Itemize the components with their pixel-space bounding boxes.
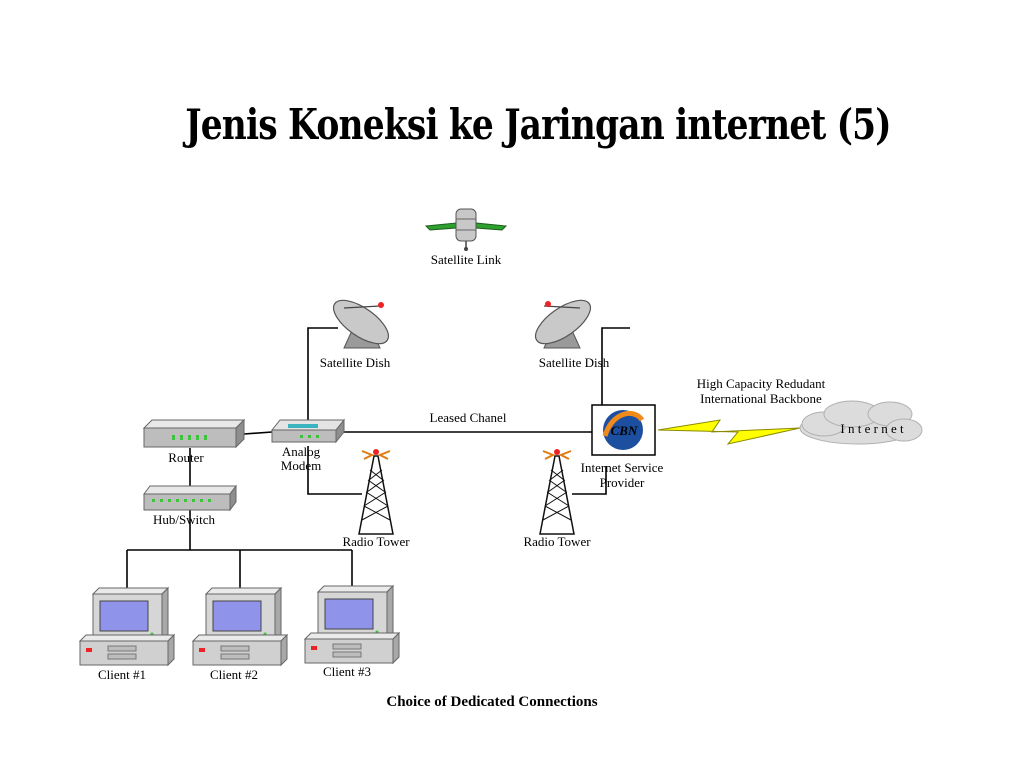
- satellite-icon: [424, 208, 508, 251]
- isp-label-line1: Internet Service: [581, 460, 664, 475]
- backbone-label-line1: High Capacity Redudant: [697, 376, 826, 391]
- analog-modem-icon: [270, 418, 346, 444]
- hub-switch-label: Hub/Switch: [153, 512, 216, 527]
- link-router-modem: [243, 431, 273, 435]
- satellite-link-label: Satellite Link: [431, 252, 502, 267]
- link-isp-dish-right: [601, 327, 630, 408]
- isp-logo-text: CBN: [611, 423, 638, 438]
- leased-channel-label: Leased Chanel: [430, 410, 507, 425]
- client-3-label: Client #3: [323, 664, 371, 679]
- client-1-label: Client #1: [98, 667, 146, 682]
- router-icon: [142, 418, 246, 449]
- client-computer-3: [303, 584, 401, 665]
- link-isp-radio-right: [572, 466, 607, 495]
- diagram-caption: Choice of Dedicated Connections: [386, 694, 597, 710]
- modem-label-line2: Modem: [281, 458, 321, 473]
- satellite-dish-left-label: Satellite Dish: [320, 355, 391, 370]
- isp-label-line2: Provider: [600, 475, 645, 490]
- lightning-bolt-icon: [657, 419, 801, 445]
- isp-logo-icon: CBN: [591, 404, 656, 456]
- slide-title: Jenis Koneksi ke Jaringan internet (5): [185, 100, 891, 149]
- satellite-dish-right-label: Satellite Dish: [539, 355, 610, 370]
- modem-label-line1: Analog: [282, 444, 321, 459]
- internet-cloud-icon: [799, 400, 923, 445]
- radio-tower-left-label: Radio Tower: [342, 534, 410, 549]
- router-label: Router: [168, 450, 204, 465]
- internet-label: I n t e r n e t: [840, 421, 904, 436]
- radio-tower-right-icon: [539, 449, 575, 535]
- radio-tower-left-icon: [358, 449, 394, 535]
- client-2-label: Client #2: [210, 667, 258, 682]
- satellite-dish-right-icon: [534, 299, 592, 349]
- link-modem-dish-left: [307, 327, 338, 432]
- connection-lines: [126, 327, 630, 594]
- link-modem-radio-left: [307, 446, 362, 495]
- client-computer-1: [78, 586, 176, 667]
- hub-switch-icon: [143, 484, 237, 512]
- radio-tower-right-label: Radio Tower: [523, 534, 591, 549]
- client-computer-2: [191, 586, 289, 667]
- satellite-dish-left-icon: [332, 299, 390, 349]
- backbone-label-line2: International Backbone: [700, 391, 822, 406]
